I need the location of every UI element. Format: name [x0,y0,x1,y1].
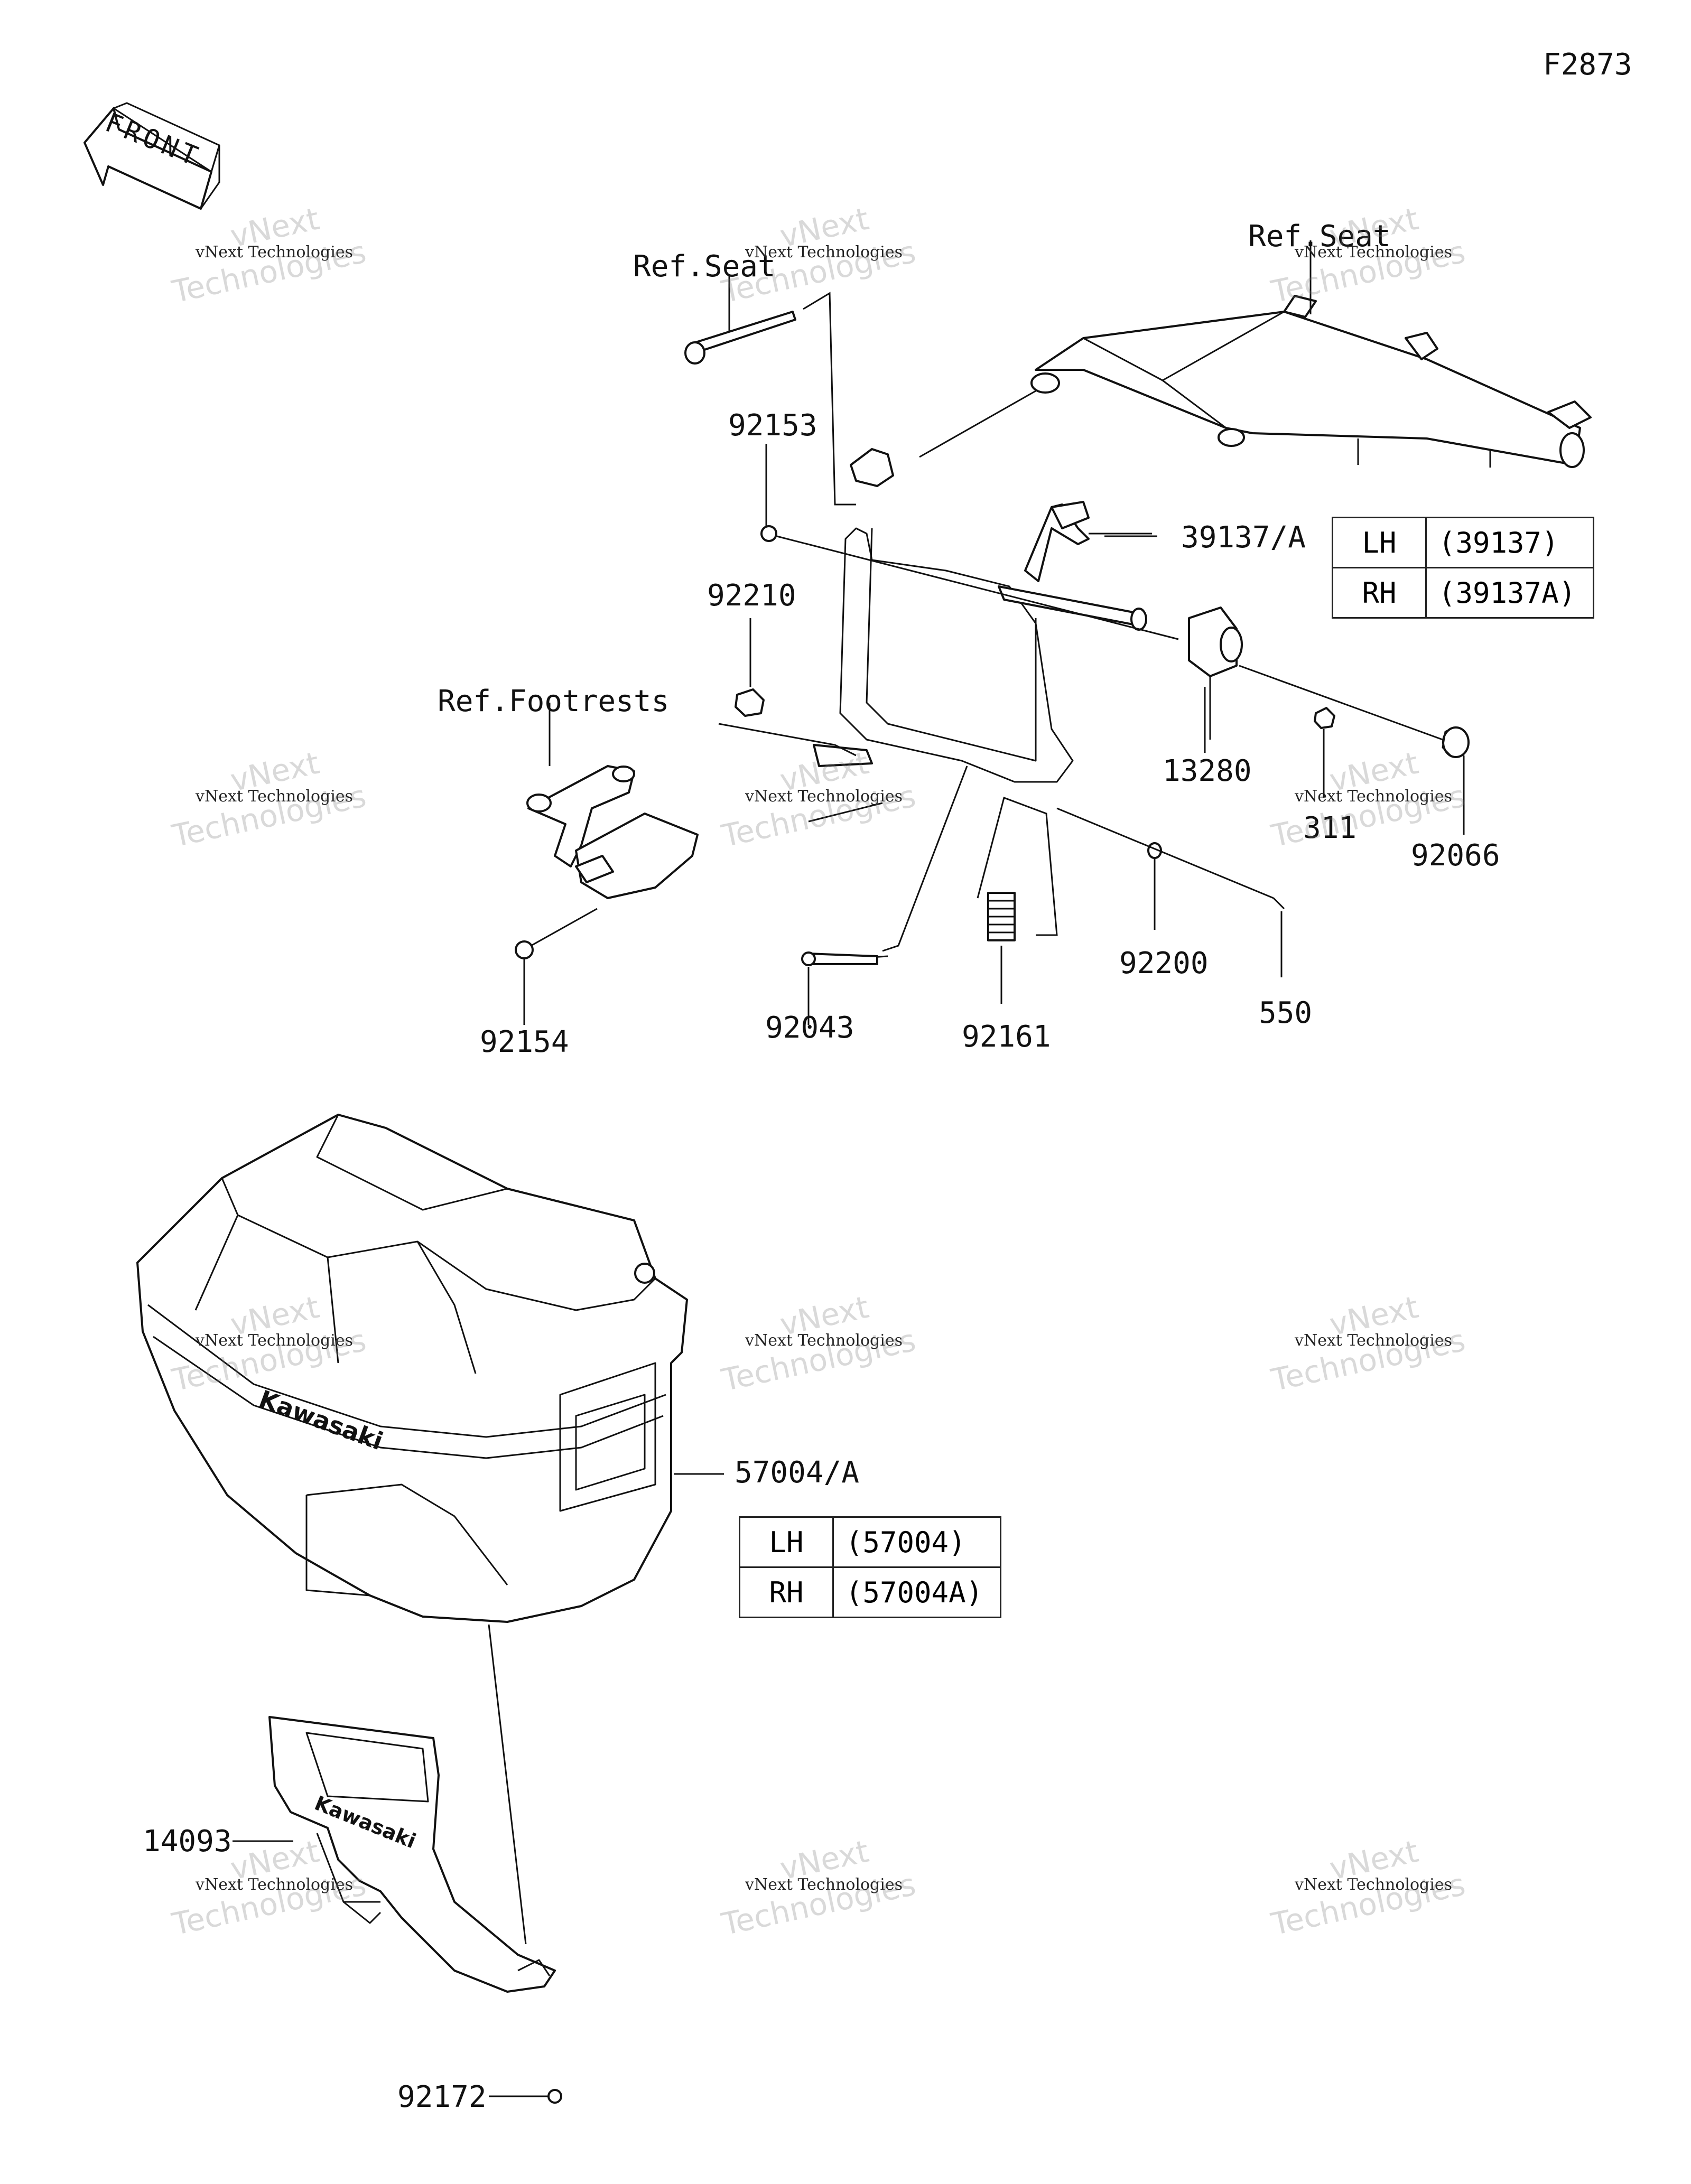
part-39137A: 39137/A [1181,520,1306,555]
figure-code: F2873 [1543,48,1632,82]
table-cell-side: LH [739,1516,834,1568]
table-row: RH (57004A) [739,1566,1001,1618]
cap-92066 [1442,726,1470,835]
table-row: RH (39137A) [1332,567,1594,619]
pin-550 [1272,897,1285,977]
part-57004A: 57004/A [735,1455,860,1490]
part-14093: 14093 [143,1824,232,1859]
table-cell-side: RH [1332,567,1427,619]
watermark-text: vNext Technologies [196,1875,354,1894]
part-92066: 92066 [1411,838,1500,873]
leader-lines [1104,535,1206,753]
part-550: 550 [1259,996,1313,1030]
watermark-text: vNext Technologies [745,787,903,806]
case-variant-table: LH (57004) RH (57004A) [739,1516,1001,1618]
seat-bolt [684,275,856,506]
part-92154: 92154 [480,1025,569,1059]
spring-92161 [977,797,1058,1004]
washer-92200 [1056,807,1274,930]
footrest-bracket [515,703,699,1025]
ref-seat-left: Ref.Seat [633,249,776,284]
bolt-92153 [760,444,1179,640]
part-92153: 92153 [728,408,817,443]
ref-footrests: Ref.Footrests [438,684,670,718]
table-cell-side: LH [1332,517,1427,568]
part-92200: 92200 [1119,946,1209,981]
watermark-text: vNext Technologies [745,1331,903,1350]
part-92043: 92043 [765,1011,854,1045]
watermark-text: vNext Technologies [745,1875,903,1894]
bracket-variant-table: LH (39137) RH (39137A) [1332,517,1594,619]
table-cell-code: (57004) [832,1516,1001,1568]
damper-13280 [1188,606,1243,740]
pannier-bracket [813,448,1152,783]
table-cell-code: (57004A) [832,1566,1001,1618]
watermark-text: vNext Technologies [196,243,354,262]
case-cover [233,1716,562,2104]
nut-311 [1239,665,1443,798]
part-92172: 92172 [397,2080,487,2114]
table-cell-code: (39137A) [1425,567,1594,619]
part-311: 311 [1303,811,1357,845]
ref-seat-right: Ref.Seat [1248,219,1391,254]
table-row: LH (39137) [1332,517,1594,568]
part-92210: 92210 [707,578,796,613]
watermark-text: vNext Technologies [745,243,903,262]
nut-92210 [718,618,857,757]
table-cell-side: RH [739,1566,834,1618]
table-cell-code: (39137) [1425,517,1594,568]
part-92161: 92161 [962,1020,1051,1054]
part-13280: 13280 [1163,754,1252,788]
front-arrow-icon [83,102,220,210]
watermark-text: vNext Technologies [1295,243,1453,262]
watermark-text: vNext Technologies [196,787,354,806]
watermark-text: vNext Technologies [196,1331,354,1350]
watermark-text: vNext Technologies [1295,787,1453,806]
seat-frame [919,240,1592,468]
watermark-text: vNext Technologies [1295,1875,1453,1894]
pin-92043 [801,766,968,1025]
table-row: LH (57004) [739,1516,1001,1568]
pannier-case [136,1114,724,1945]
watermark-text: vNext Technologies [1295,1331,1453,1350]
